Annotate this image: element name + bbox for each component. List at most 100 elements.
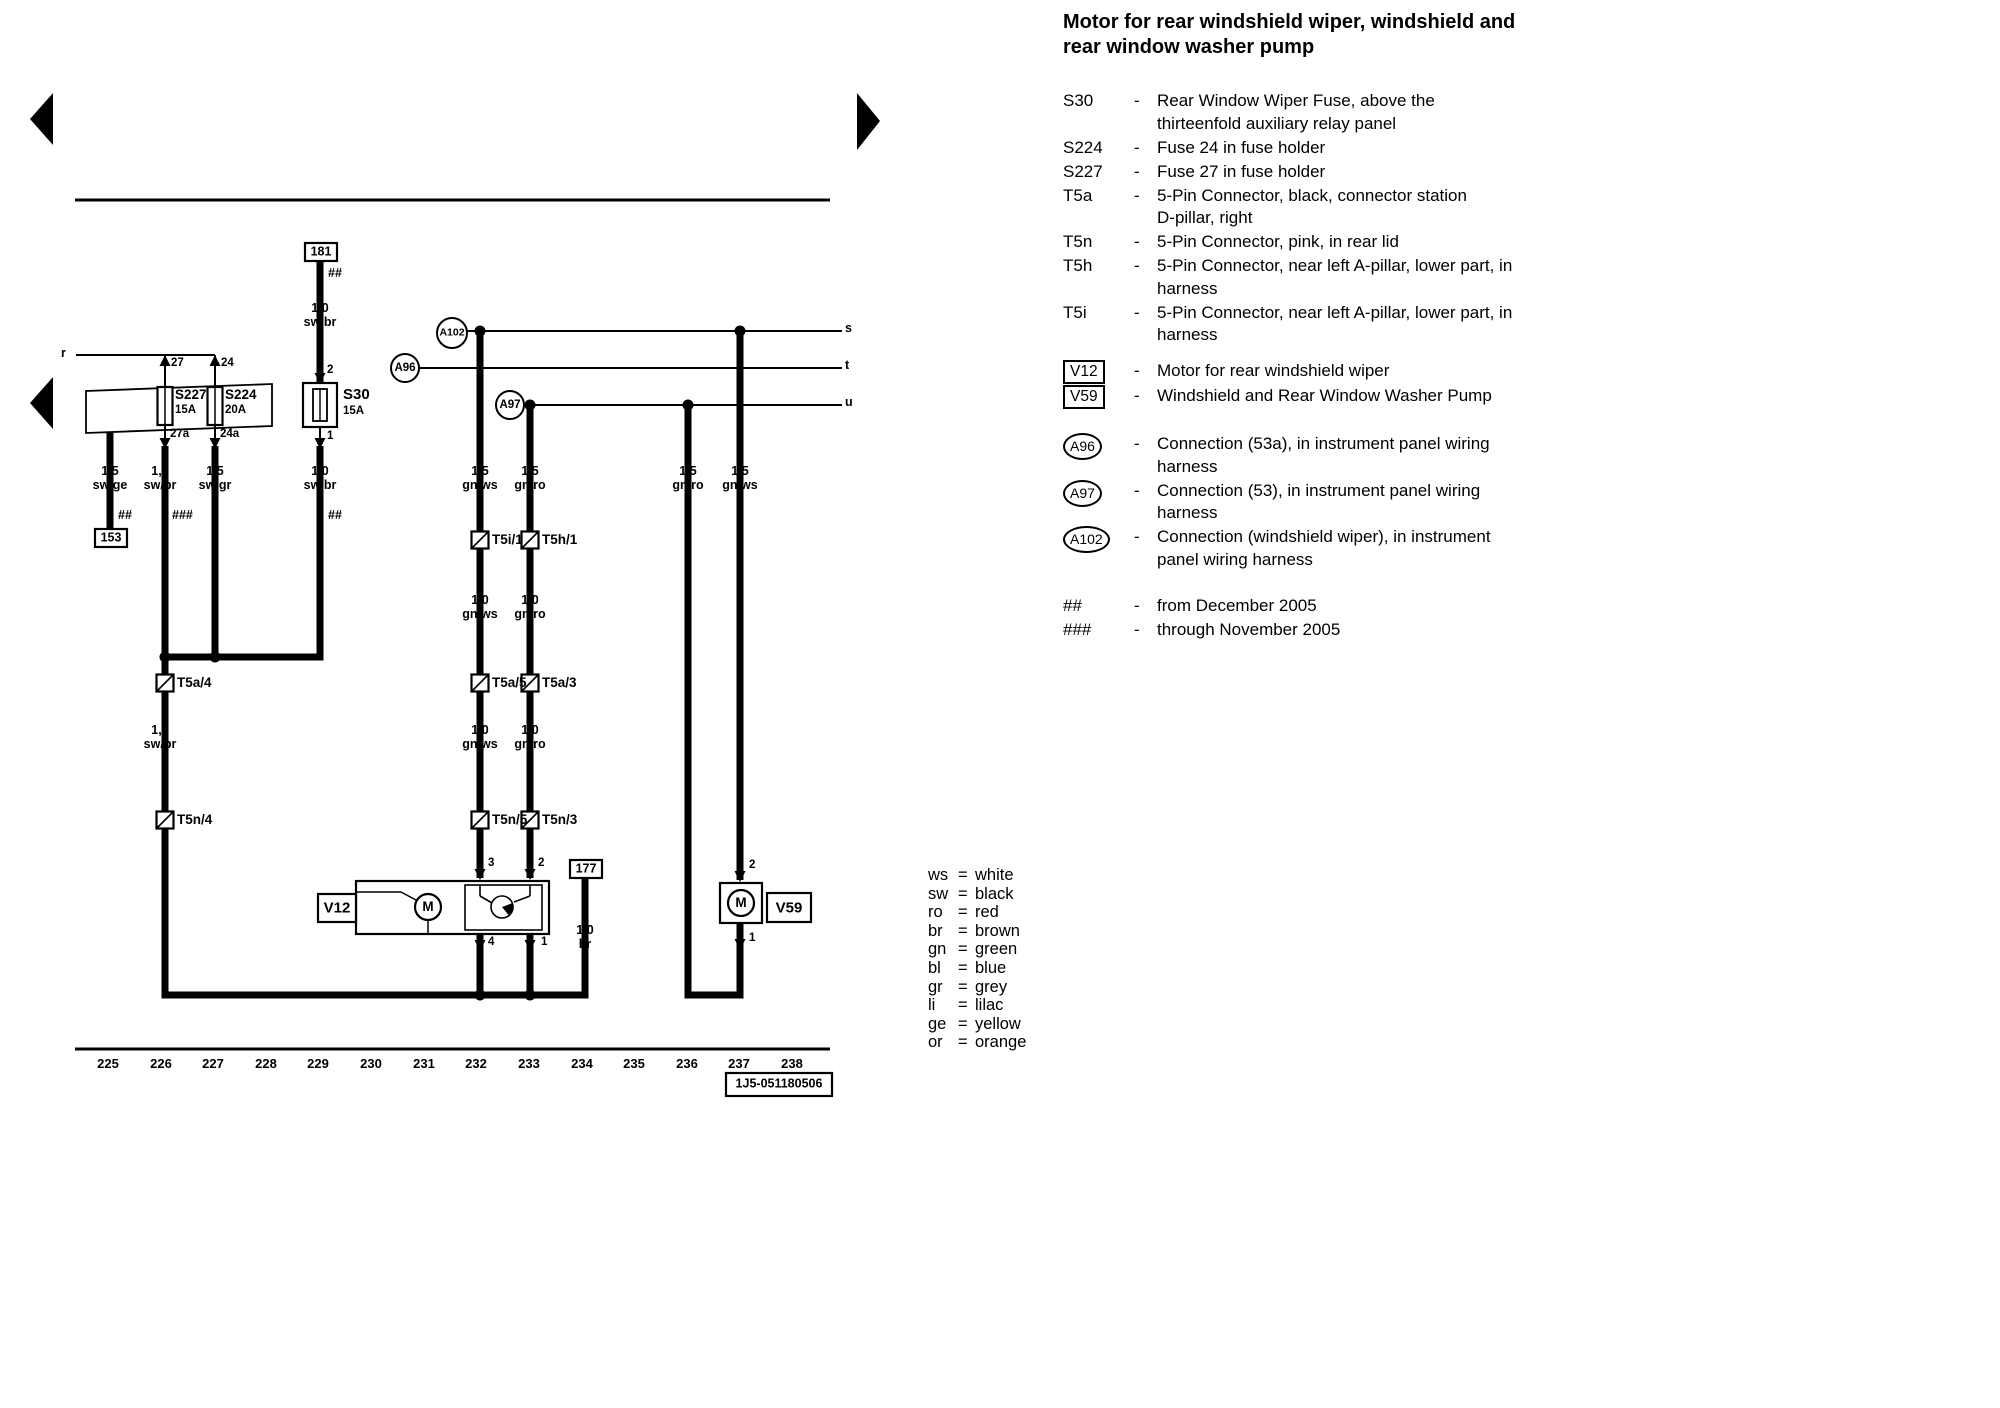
legend-desc: from December 2005 — [1157, 596, 1317, 615]
page-arrows — [30, 93, 880, 429]
equals-sign: = — [958, 903, 968, 922]
color-name: green — [975, 940, 1018, 959]
s30-pin-top: 2 — [327, 364, 334, 376]
legend-item-t5i: T5i - 5-Pin Connector, near left A-pilla… — [1063, 302, 1568, 347]
color-row: or = orange — [928, 1033, 1026, 1052]
wire-label: 1,0 gn/ws — [462, 723, 498, 751]
v59-label: V59 — [775, 899, 803, 917]
legend-item-v59: V59 - Windshield and Rear Window Washer … — [1063, 385, 1568, 409]
legend-dash: - — [1134, 386, 1140, 405]
legend-item-t5n: T5n - 5-Pin Connector, pink, in rear lid — [1063, 231, 1568, 254]
legend-dash: - — [1134, 620, 1140, 639]
continuation-letter-u: u — [845, 395, 853, 409]
page-arrow-left-top-icon — [30, 93, 53, 145]
equals-sign: = — [958, 996, 968, 1015]
color-code-legend: ws = white sw = black ro = red br = brow… — [928, 866, 1026, 1052]
fuse-s227-rating: 15A — [175, 404, 197, 416]
v12-assembly — [316, 879, 551, 936]
wire-label: 1,0 sw/br — [303, 301, 337, 329]
version-mark-sw-br: ### — [172, 508, 193, 522]
color-row: ro = red — [928, 903, 1026, 922]
legend-dash: - — [1134, 91, 1140, 110]
connector-label-t5n3: T5n/3 — [542, 812, 578, 827]
legend-code: T5i — [1063, 302, 1087, 322]
color-row: gn = green — [928, 940, 1026, 959]
fuse-s224-name: S224 — [225, 387, 257, 402]
v59-pin2-label: 2 — [749, 859, 756, 871]
connection-a96 — [390, 353, 420, 383]
legend-item-a96: A96 - Connection (53a), in instrument pa… — [1063, 433, 1568, 478]
version-mark-s30: ## — [328, 508, 342, 522]
color-name: brown — [975, 921, 1020, 940]
legend-code: T5a — [1063, 185, 1093, 205]
legend-dash: - — [1134, 302, 1140, 322]
color-abbr: gn — [928, 940, 947, 959]
ref-box-153 — [93, 527, 129, 549]
legend-item-s30: S30 - Rear Window Wiper Fuse, above the … — [1063, 90, 1568, 135]
s224-pin-bottom: 24a — [220, 428, 240, 440]
fuse-s30-name: S30 — [343, 386, 370, 403]
connector-label-t5a4: T5a/4 — [177, 675, 212, 690]
legend-desc: Connection (53), in instrument panel wir… — [1157, 480, 1481, 523]
wire-label: 1,0 gn/ro — [514, 593, 546, 621]
wire-label: 1,0 sw/br — [143, 464, 177, 492]
legend-item-v12: V12 - Motor for rear windshield wiper — [1063, 359, 1568, 384]
color-name: blue — [975, 958, 1007, 977]
equals-sign: = — [958, 940, 968, 959]
equals-sign: = — [958, 866, 968, 884]
legend-desc: 5-Pin Connector, near left A-pillar, low… — [1157, 302, 1513, 345]
color-row: li = lilac — [928, 996, 1026, 1015]
color-abbr: bl — [928, 958, 941, 977]
s227-pin-top: 27 — [171, 357, 184, 369]
wire-label: 1,0 br — [576, 923, 594, 951]
v59-motor-letter: M — [735, 895, 747, 910]
color-row: bl = blue — [928, 959, 1026, 978]
connection-a96-label: A96 — [394, 361, 416, 374]
fuse-s30-rating: 15A — [343, 405, 365, 417]
equals-sign: = — [958, 977, 968, 996]
s224-pin-top: 24 — [221, 357, 234, 369]
legend-item-s224: S224 - Fuse 24 in fuse holder — [1063, 137, 1568, 160]
connection-circles — [390, 317, 525, 420]
legend-dash: - — [1134, 137, 1140, 157]
legend-desc: Fuse 24 in fuse holder — [1157, 137, 1326, 157]
color-abbr: ro — [928, 903, 943, 922]
legend-dash: - — [1134, 596, 1140, 615]
legend-code: S227 — [1063, 161, 1103, 181]
ref-box-153-label: 153 — [100, 530, 122, 545]
legend-dash: - — [1134, 434, 1140, 453]
equals-sign: = — [958, 884, 968, 903]
wire-label: 1,5 sw/ge — [92, 464, 128, 492]
legend-code-circled: A96 — [1063, 433, 1102, 460]
v59-motor-symbol — [726, 888, 756, 918]
s227-pin-bottom: 27a — [170, 428, 190, 440]
legend-dash: - — [1134, 256, 1140, 275]
legend-code-circled: A102 — [1063, 526, 1110, 553]
color-row: ws = white — [928, 866, 1026, 885]
legend-code: ## — [1063, 596, 1082, 615]
color-row: gr = grey — [928, 978, 1026, 997]
track-number: 225 — [97, 1056, 119, 1071]
legend-item-hashhash: ### - through November 2005 — [1063, 619, 1568, 642]
legend-code-boxed: V59 — [1063, 385, 1105, 409]
v12-pin2-label: 2 — [538, 857, 545, 869]
legend-item-hash: ## - from December 2005 — [1063, 595, 1568, 618]
reference-boxes — [93, 241, 604, 880]
color-abbr: ge — [928, 1014, 947, 1033]
wire-label: 1,0 sw/br — [143, 723, 177, 751]
continuation-letter-s: s — [845, 321, 852, 335]
legend-desc: Fuse 27 in fuse holder — [1157, 161, 1326, 181]
track-number: 236 — [676, 1056, 698, 1071]
wire-label: 1,5 gn/ro — [514, 464, 546, 492]
v12-box — [354, 879, 551, 936]
equals-sign: = — [958, 1033, 968, 1052]
connector-label-t5h1: T5h/1 — [542, 532, 578, 547]
track-number: 233 — [518, 1056, 540, 1071]
legend-desc: 5-Pin Connector, black, connector statio… — [1157, 185, 1467, 228]
legend-item-t5h: T5h - 5-Pin Connector, near left A-pilla… — [1063, 255, 1568, 300]
v12-label: V12 — [323, 899, 351, 917]
connector-label-t5i1: T5i/1 — [492, 532, 523, 547]
v59-pin1-label: 1 — [749, 932, 756, 944]
